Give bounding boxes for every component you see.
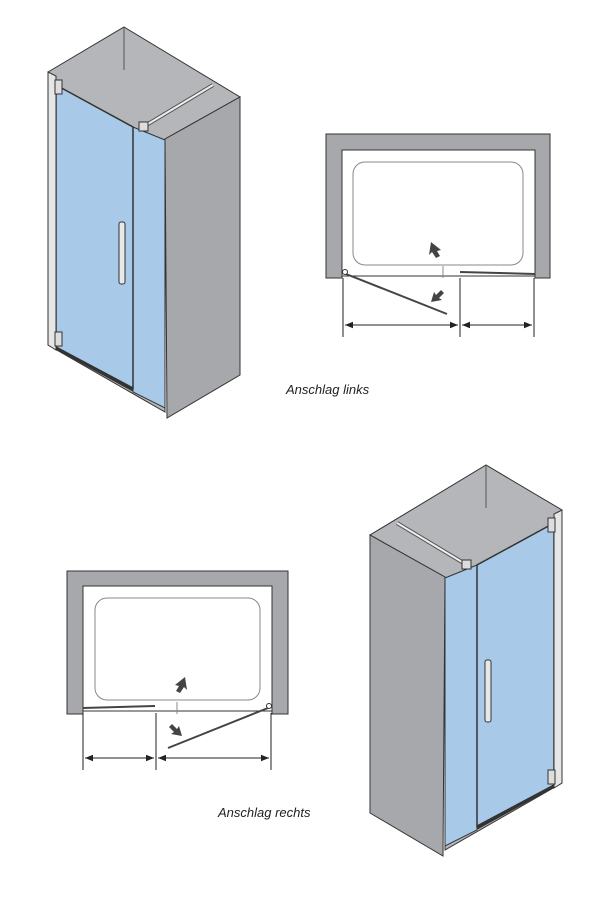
door-swing-line [345,273,448,315]
plan-walls [325,133,551,279]
outward-arrow-icon [169,724,182,736]
plan-view-right-hinge [66,570,289,770]
door-sweep [476,784,555,830]
hinge-top [54,79,63,95]
dimension-lines [82,713,272,770]
wall-profile [553,509,563,789]
outward-arrow-icon [431,290,444,302]
fixed-panel-line [82,705,156,709]
fixed-glass-panel [444,564,478,847]
plan-walls [66,570,289,715]
shower-tray [352,161,524,266]
door-handle [118,221,126,285]
shower-tray [94,597,261,701]
fixed-panel-line [459,271,536,275]
door-sweep [55,346,134,392]
inward-arrow-icon [429,242,441,258]
side-wall [164,96,241,419]
caption-left-hinge: Anschlag links [286,382,370,397]
side-wall [369,534,446,857]
hinge-bottom [547,769,556,785]
caption-right-hinge: Anschlag rechts [218,805,311,820]
iso-view-left-hinge [47,26,241,419]
inward-arrow-icon [175,677,187,693]
fixed-glass-panel [132,126,166,409]
plan-view-left-hinge [325,133,551,337]
bar-clamp [138,121,149,132]
hinge-point [266,703,272,709]
bar-clamp [461,559,472,570]
door-handle [484,659,492,723]
wall-profile [47,71,57,351]
hinge-top [547,517,556,533]
iso-view-right-hinge [369,464,563,857]
hinge-bottom [54,331,63,347]
door-swing-line [167,707,269,749]
dimension-lines [342,278,535,337]
hinge-point [342,269,348,275]
